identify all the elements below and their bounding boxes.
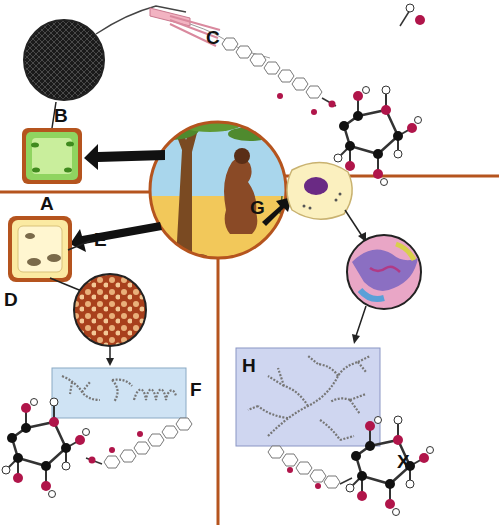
part-letter: D [4, 290, 18, 310]
part-letter: X [397, 452, 410, 472]
part-letter: A [40, 194, 54, 214]
part-letter: C [206, 28, 220, 48]
part-letter: H [242, 356, 256, 376]
part-letter: E [94, 230, 107, 250]
part-letter: G [250, 198, 265, 218]
part-letter: F [190, 380, 202, 400]
part-letter: B [54, 106, 68, 126]
